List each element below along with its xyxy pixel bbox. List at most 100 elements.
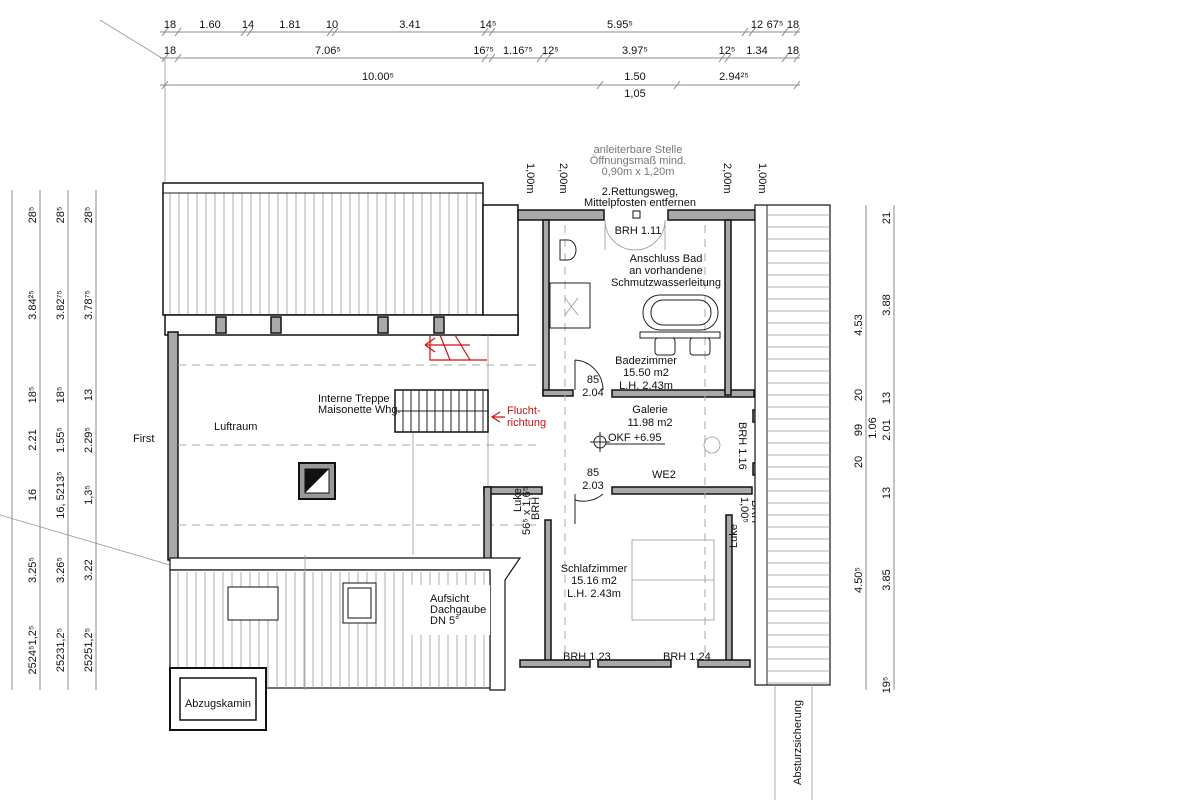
dim-label: 25251,2⁵ [83,628,95,672]
dim-label: 3.88 [881,294,893,315]
brh-label: BRH 1.11 [615,225,662,237]
apartment-walls [483,209,762,668]
dim-tick [240,27,248,37]
dim-tick [781,27,789,37]
dim-label: 28⁵ [27,207,39,224]
escape-direction: Flucht- richtung [490,405,546,429]
dim-tick [161,27,169,37]
chimney-label: Abzugskamin [185,698,251,710]
dim-label: 12⁵ [719,45,736,57]
dim-label: 2524⁵1,2⁵ [27,626,39,675]
level-marker-icon [590,432,665,452]
window-height: 1,00m [524,163,536,194]
upper-roof-area [162,182,519,336]
top-dimension-row-2: 18 7.06⁵ 16⁷⁵ 1.16⁷⁵ 12⁵ 3.97⁵ 12⁵ 1.34 … [164,45,799,57]
bed [631,539,715,621]
dim-label: 10 [326,19,338,31]
hatch-label: Luke [728,524,740,548]
dim-label: 1,3⁵ [83,485,95,505]
room-name-gallery: Galerie [632,404,667,416]
dim-tick [481,27,489,37]
dim-label: 12 [751,19,763,31]
dim-label: 2.29⁵ [83,427,95,453]
rescue-route-note: Mittelpfosten entfernen [584,197,696,209]
roof-window-icon [298,462,336,500]
dim-label: 3.97⁵ [622,45,648,57]
room-height-bedroom: L.H. 2.43m [567,588,621,600]
dim-label: 5.95⁵ [607,19,633,31]
note-line: 0,90m x 1,20m [602,166,675,178]
hatch-label: Luke [512,488,524,512]
window-height: 2,00m [557,163,569,194]
dim-label: 1.81 [279,19,300,31]
unit-label: WE2 [652,469,676,481]
dim-label: 13 [881,487,893,499]
dim-label: 10.00⁵ [362,71,394,83]
dim-label: 2.01 [881,419,893,440]
dim-label: 1.55⁵ [55,427,67,453]
room-name-bedroom: Schlafzimmer [561,563,628,575]
dim-label: 28⁵ [83,207,95,224]
dim-label: 18 [787,19,799,31]
dim-label: 4.50⁵ [853,567,865,593]
dim-label: 12⁵ [542,45,559,57]
dim-label: 1.50 [624,71,645,83]
dim-label: 3.22 [83,559,95,580]
dim-tick [174,53,182,63]
dim-tick [793,80,801,90]
dim-label: 1.16⁷⁵ [503,45,533,57]
gallery-labels: Galerie 11.98 m2 OKF +6.95 WE2 BRH 1.16 … [582,404,748,492]
dim-tick [488,53,496,63]
dim-label: 18⁵ [27,387,39,404]
bathtub-icon [642,294,719,331]
dim-label: 99 [853,424,865,436]
dim-tick [246,27,254,37]
dim-label: 67⁵ [767,19,784,31]
rescue-route-note: 2.Rettungsweg, [602,186,678,198]
drain-note: an vorhandene [629,265,702,277]
dim-label: 18 [164,45,176,57]
internal-stair[interactable]: Interne Treppe Maisonette Whg. [318,389,489,433]
dormer-label: DN 5° [430,615,459,627]
dim-tick [793,27,801,37]
room-area-gallery: 11.98 m2 [627,417,672,429]
left-dimension-labels: 28⁵3.84²⁵18⁵2.21163.25⁵2524⁵1,2⁵28⁵3.82⁷… [27,207,95,675]
escape-stair-red [424,334,487,361]
window-annotations: anleiterbare Stelle Öffnungsmaß mind. 0,… [524,144,768,209]
dim-tick [748,27,756,37]
dim-label: 18⁵ [55,387,67,404]
dim-label: 28⁵ [55,207,67,224]
escape-direction-label: Flucht- [507,405,541,417]
dim-label: 1.34 [746,45,767,57]
dim-label: 21 [881,212,893,224]
dim-tick [673,80,681,90]
top-dimension-row-3: 10.00⁵ 1.50 2.94²⁵ 1,05 [362,71,749,100]
dim-label: 13 [881,392,893,404]
dim-label: 1,05 [624,88,645,100]
dim-label: 2.21 [27,429,39,450]
dim-label: 18 [164,19,176,31]
dim-tick [488,27,496,37]
dim-label: 3.78⁷⁵ [83,290,95,320]
void-area: Luftraum First [133,331,540,561]
dim-label: 19⁵ [881,677,893,694]
stair-label: Maisonette Whg. [318,404,401,416]
right-roof-strip: Absturzsicherung [754,204,831,800]
door-height: 2.04 [582,387,603,399]
dim-label: 7.06⁵ [315,45,341,57]
top-dimension-row-1: 18 1.60 14 1.81 10 3.41 14⁵ 5.95⁵ 12 67⁵… [164,19,799,31]
dim-label: 3.82⁷⁵ [55,290,67,320]
bedroom-labels: Schlafzimmer 15.16 m2 L.H. 2.43m BRH 1.2… [512,487,761,663]
dim-tick [536,53,544,63]
chimney: Abzugskamin [169,667,267,731]
door-width: 85 [587,467,599,479]
dim-label: 3.85 [881,569,893,590]
bath-fixtures [549,219,721,524]
dim-tick [326,27,334,37]
dim-tick [781,53,789,63]
window-height: 1,00m [756,163,768,194]
brh-label: BRH 1.24 [663,651,711,663]
hatch-label: 56⁵ x 1,6⁵ [521,487,533,535]
